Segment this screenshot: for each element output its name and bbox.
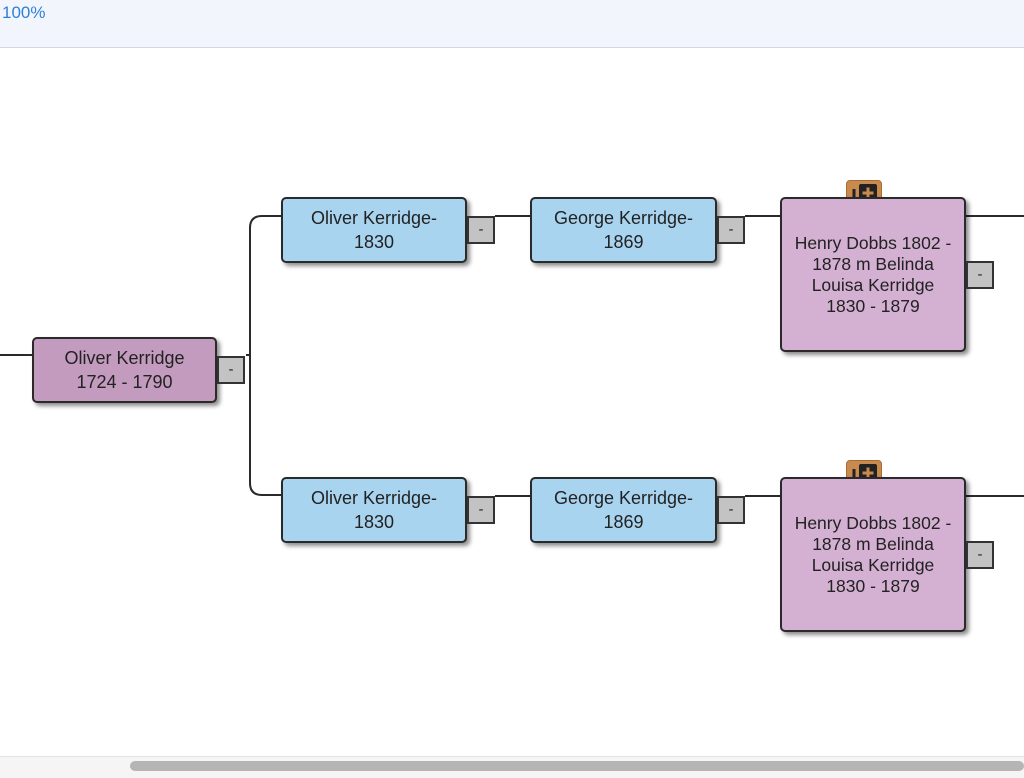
- spouse-node[interactable]: Henry Dobbs 1802 - 1878 m Belinda Louisa…: [780, 197, 966, 352]
- spouse-text-line: 1878 m Belinda: [812, 533, 934, 554]
- spouse-text-line: 1830 - 1879: [826, 575, 920, 596]
- person-node-root[interactable]: Oliver Kerridge 1724 - 1790: [32, 337, 217, 403]
- collapse-button[interactable]: -: [717, 216, 745, 244]
- collapse-button[interactable]: -: [717, 496, 745, 524]
- person-name: Oliver Kerridge: [64, 348, 185, 368]
- person-node-child[interactable]: Oliver Kerridge- 1830: [281, 197, 467, 263]
- spouse-text-line: Henry Dobbs 1802 -: [794, 232, 952, 253]
- spouse-node[interactable]: Henry Dobbs 1802 - 1878 m Belinda Louisa…: [780, 477, 966, 632]
- collapse-button[interactable]: -: [966, 541, 994, 569]
- connector-lines: [0, 215, 1024, 497]
- collapse-button[interactable]: -: [467, 216, 495, 244]
- collapse-button[interactable]: -: [217, 356, 245, 384]
- spouse-text-line: Louisa Kerridge: [811, 274, 935, 295]
- person-dates: 1724 - 1790: [76, 372, 173, 392]
- person-name: George Kerridge-: [553, 208, 694, 228]
- horizontal-scrollbar-thumb[interactable]: [130, 761, 1024, 771]
- connector-line: [249, 215, 282, 496]
- person-name: Oliver Kerridge-: [310, 208, 438, 228]
- collapse-button[interactable]: -: [966, 261, 994, 289]
- spouse-text-line: Louisa Kerridge: [811, 554, 935, 575]
- person-dates: 1830: [353, 232, 395, 252]
- person-name: Oliver Kerridge-: [310, 488, 438, 508]
- person-name: George Kerridge-: [553, 488, 694, 508]
- person-dates: 1830: [353, 512, 395, 532]
- person-dates: 1869: [603, 232, 644, 252]
- toolbar: 100%: [0, 0, 1024, 48]
- person-node-grandchild[interactable]: George Kerridge- 1869: [530, 477, 717, 543]
- person-node-grandchild[interactable]: George Kerridge- 1869: [530, 197, 717, 263]
- person-dates: 1869: [603, 512, 644, 532]
- spouse-text-line: Henry Dobbs 1802 -: [794, 512, 952, 533]
- person-node-child[interactable]: Oliver Kerridge- 1830: [281, 477, 467, 543]
- zoom-level[interactable]: 100%: [2, 3, 46, 22]
- collapse-button[interactable]: -: [467, 496, 495, 524]
- spouse-text-line: 1830 - 1879: [826, 295, 920, 316]
- tree-canvas[interactable]: Oliver Kerridge 1724 - 1790 - Oliver Ker…: [0, 48, 1024, 756]
- spouse-text-line: 1878 m Belinda: [812, 253, 934, 274]
